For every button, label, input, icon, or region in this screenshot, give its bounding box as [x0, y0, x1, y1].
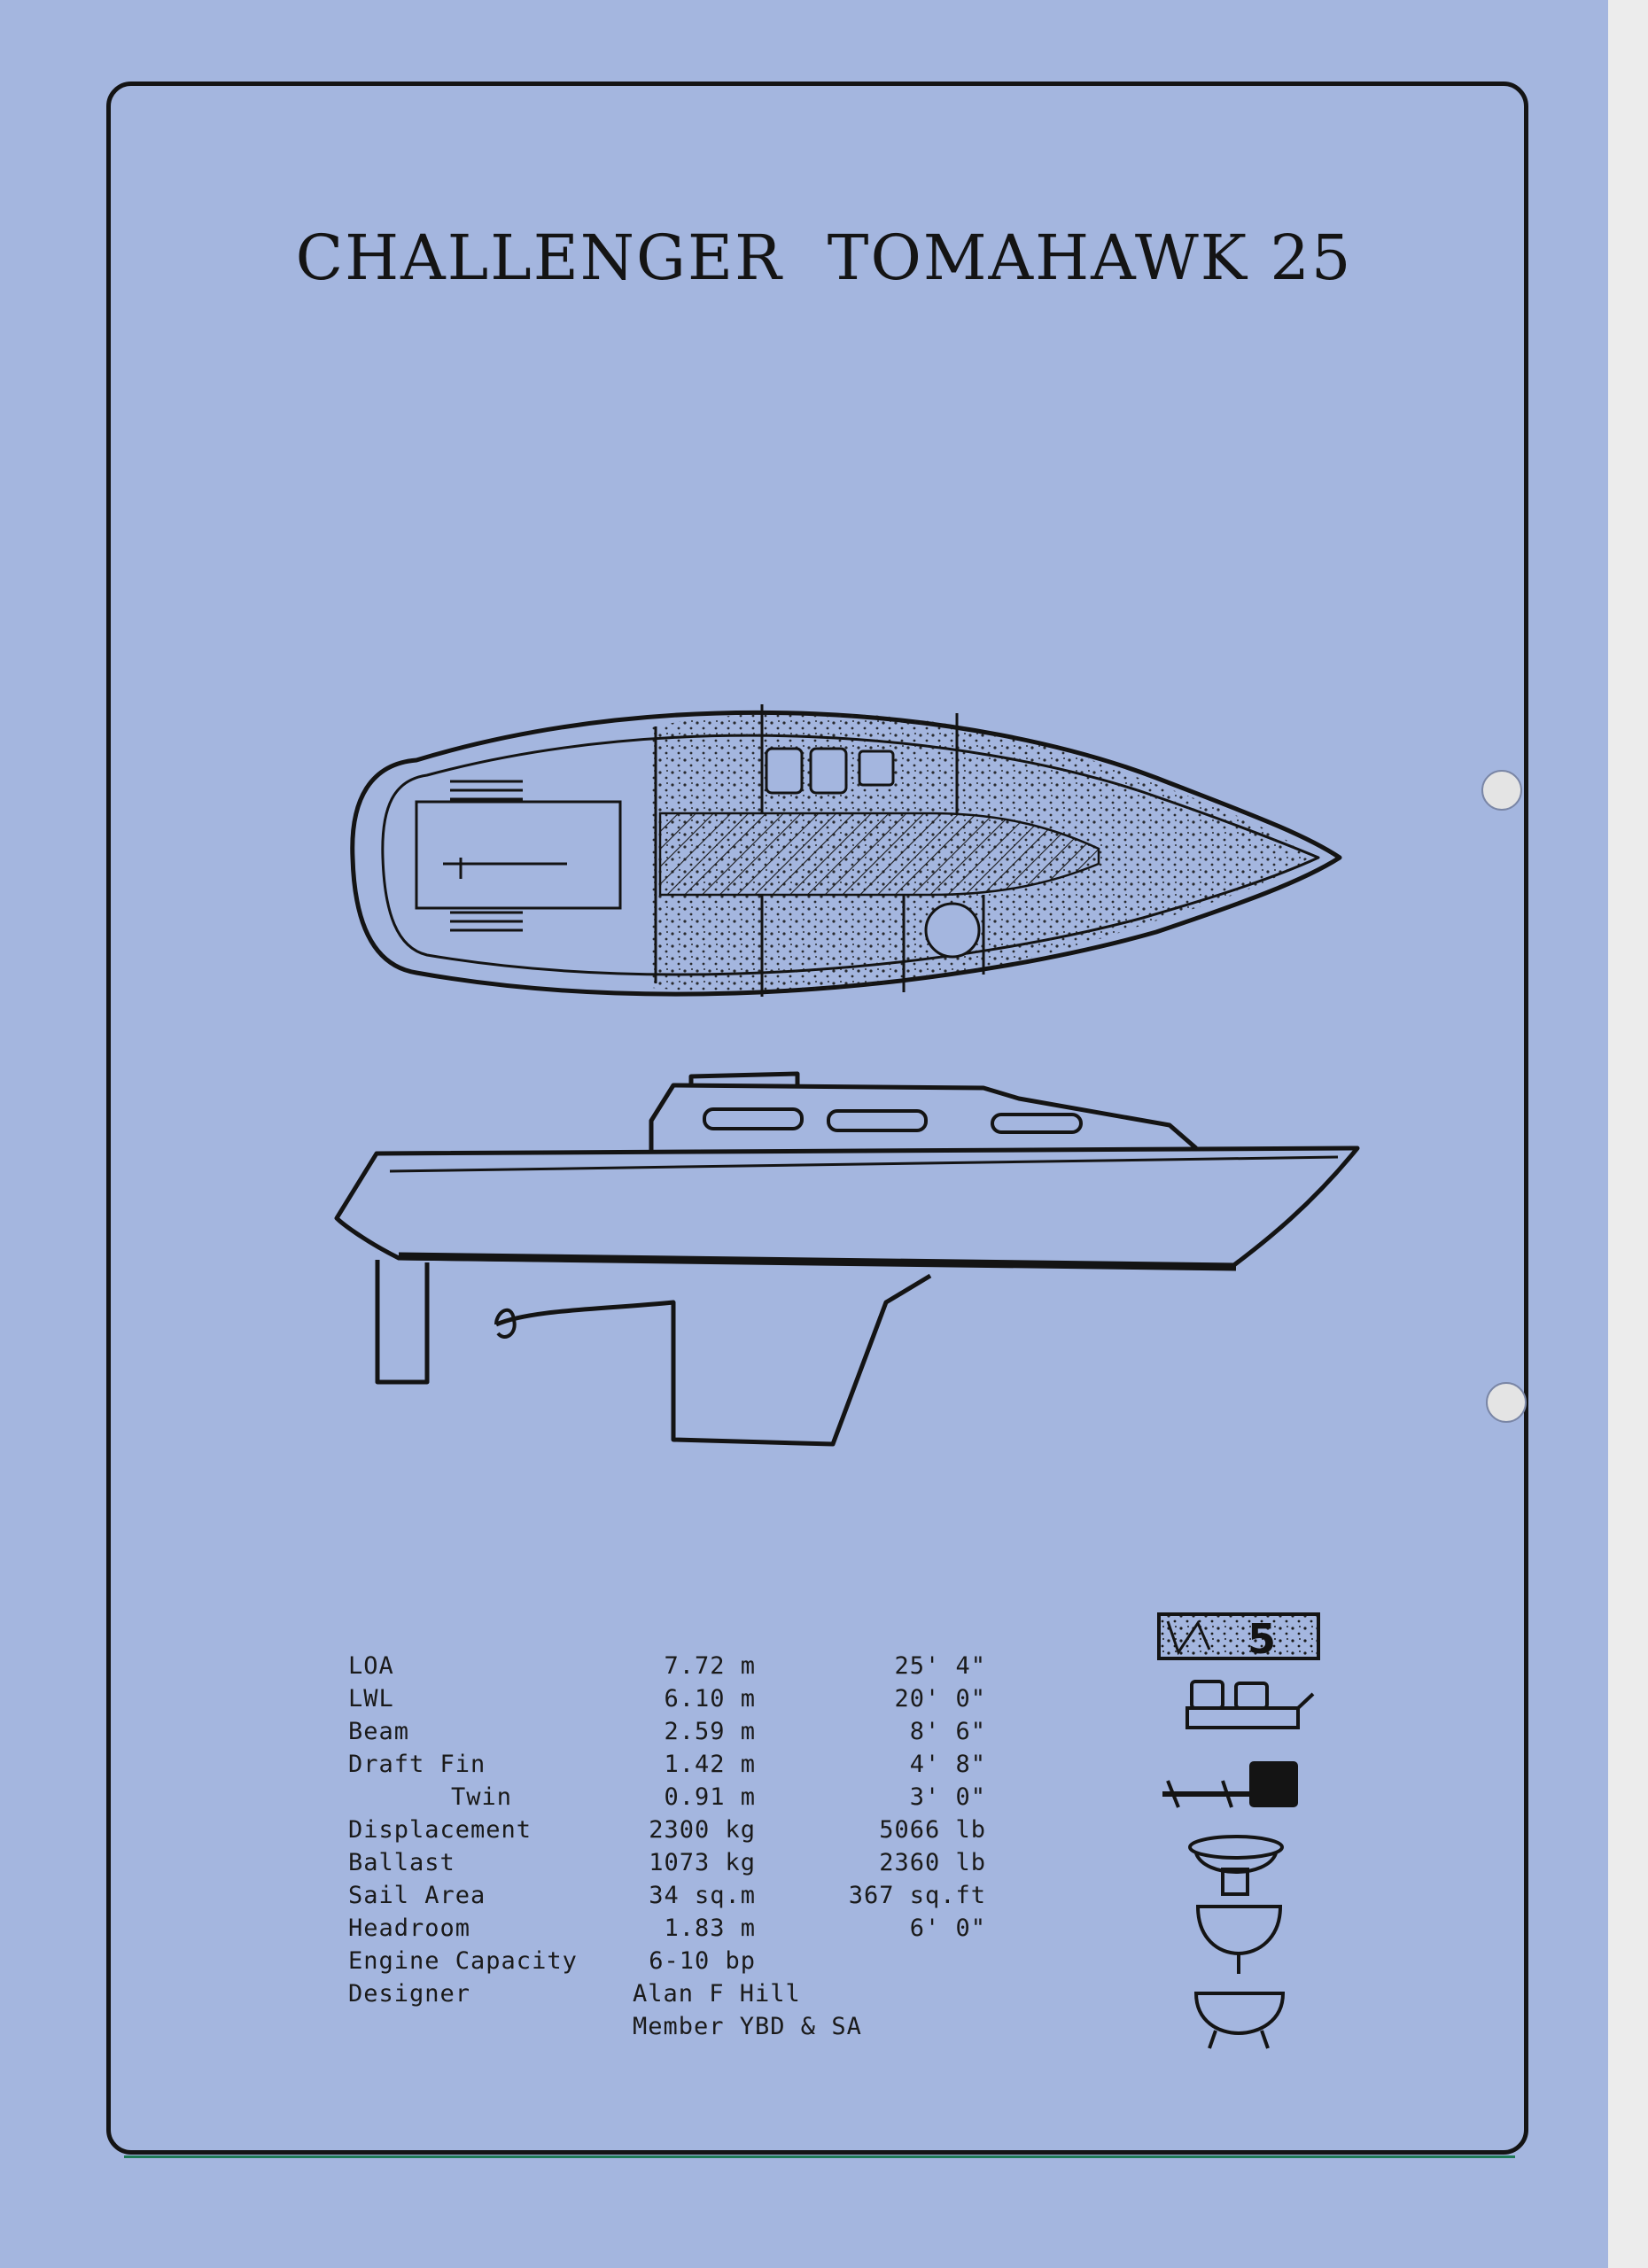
punch-hole-top [1481, 770, 1522, 811]
spec-label: Twin [451, 1783, 513, 1811]
berths-icon: 5 [1157, 1612, 1320, 1663]
spec-imperial-value: 367 sq.ft [848, 1882, 986, 1909]
spec-imperial-value: 4' 8" [909, 1751, 986, 1778]
spec-imperial-value: 2360 lb [879, 1849, 986, 1876]
spec-row-draft-twin: Twin 0.91 m 3' 0" [348, 1781, 1057, 1814]
spec-label: Draft Fin [348, 1751, 486, 1778]
outboard-engine-icon [1162, 1761, 1298, 1808]
spec-imperial-value: 20' 0" [894, 1685, 986, 1713]
spec-metric-value: 2.59 m [664, 1718, 756, 1745]
spec-metric-value: 1.42 m [664, 1751, 756, 1778]
spec-imperial-value: 6' 0" [909, 1915, 986, 1942]
spec-label: Displacement [348, 1816, 532, 1844]
spec-row-sail-area: Sail Area 34 sq.m 367 sq.ft [348, 1879, 1057, 1912]
spec-imperial-value: 5066 lb [879, 1816, 986, 1844]
spec-row-draft-fin: Draft Fin 1.42 m 4' 8" [348, 1748, 1057, 1781]
spec-imperial-value: 25' 4" [894, 1652, 986, 1680]
spec-metric-value: 6-10 bp [649, 1947, 756, 1975]
spec-metric-value: 0.91 m [664, 1783, 756, 1811]
berths-count: 5 [1248, 1615, 1276, 1663]
brochure-sheet [0, 0, 1608, 2268]
page-border [106, 82, 1528, 2155]
spec-row-loa: LOA 7.72 m 25' 4" [348, 1650, 1057, 1682]
spec-row-ballast: Ballast 1073 kg 2360 lb [348, 1846, 1057, 1879]
title-model: TOMAHAWK 25 [827, 221, 1353, 294]
spec-row-engine-capacity: Engine Capacity 6-10 bp [348, 1945, 1057, 1977]
spec-designer-name: Alan F Hill [633, 1980, 801, 2008]
spec-label: Headroom [348, 1915, 471, 1942]
spec-metric-value: 7.72 m [664, 1652, 756, 1680]
spec-metric-value: 1.83 m [664, 1915, 756, 1942]
spec-metric-value: 2300 kg [649, 1816, 756, 1844]
spec-metric-value: 6.10 m [664, 1685, 756, 1713]
table-icon [1193, 1992, 1286, 2049]
title-brand: CHALLENGER [295, 221, 783, 294]
spec-metric-value: 1073 kg [649, 1849, 756, 1876]
spec-imperial-value: 8' 6" [909, 1718, 986, 1745]
spec-metric-value: 34 sq.m [649, 1882, 756, 1909]
spec-label: Sail Area [348, 1882, 486, 1909]
spec-row-beam: Beam 2.59 m 8' 6" [348, 1715, 1057, 1748]
spec-imperial-value: 3' 0" [909, 1783, 986, 1811]
spec-row-headroom: Headroom 1.83 m 6' 0" [348, 1912, 1057, 1945]
spec-row-designer: Designer Alan F Hill [348, 1977, 1057, 2010]
spec-label: LOA [348, 1652, 394, 1680]
cooker-icon [1185, 1680, 1315, 1729]
page-title: CHALLENGER TOMAHAWK 25 [0, 221, 1648, 294]
toilet-icon [1188, 1835, 1284, 1896]
spec-label: Beam [348, 1718, 410, 1745]
spec-table: LOA 7.72 m 25' 4" LWL 6.10 m 20' 0" Beam… [348, 1650, 1057, 2043]
punch-hole-bottom [1486, 1382, 1527, 1423]
spec-label: Ballast [348, 1849, 455, 1876]
spec-row-displacement: Displacement 2300 kg 5066 lb [348, 1814, 1057, 1846]
bottom-edge-line [124, 2155, 1515, 2158]
spec-row-lwl: LWL 6.10 m 20' 0" [348, 1682, 1057, 1715]
spec-label: LWL [348, 1685, 394, 1713]
spec-row-designer-membership: Member YBD & SA [348, 2010, 1057, 2043]
spec-label: Engine Capacity [348, 1947, 578, 1975]
spec-designer-membership: Member YBD & SA [633, 2013, 862, 2040]
spec-label: Designer [348, 1980, 471, 2008]
sink-icon [1195, 1905, 1283, 1974]
